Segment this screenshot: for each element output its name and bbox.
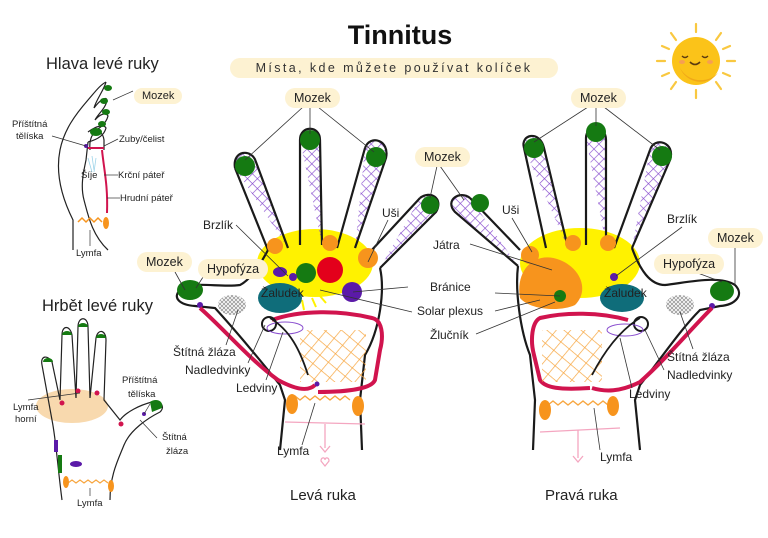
smiling-sun-icon (655, 22, 737, 100)
right-hand-label-thyroid: Štítná žláza (667, 350, 730, 364)
right-hand-caption: Pravá ruka (545, 487, 618, 504)
side-hand-label-lymph: Lymfa (76, 248, 102, 259)
side-hand-label-thoracic-spine: Hrudní páteř (120, 193, 173, 204)
left-hand-label-pituitary: Hypofýza (198, 259, 269, 279)
side-hand-label-teeth-jaw: Zuby/čelist (119, 134, 165, 145)
left-hand-label-kidneys: Ledviny (236, 381, 278, 395)
back-hand-illustration (27, 318, 164, 501)
left-hand-label-brain-fingers: Mozek (285, 88, 340, 108)
side-hand-label-brain: Mozek (134, 88, 183, 104)
right-hand-label-stomach: Žaludek (604, 286, 647, 300)
side-hand-label-neck: Šíje (81, 170, 98, 181)
back-hand-label-upper-lymph-1: Lymfa (13, 402, 39, 413)
center-label-gallbladder: Žlučník (430, 328, 469, 342)
center-label-solar-plexus: Solar plexus (417, 304, 484, 318)
back-hand-label-parathyroid-2: tělíska (128, 389, 156, 400)
right-hand-label-ears: Uši (502, 203, 520, 217)
side-hand-label-parathyroid-2: tělíska (16, 131, 44, 142)
page-title: Tinnitus (347, 20, 453, 50)
left-hand-label-brain-thumb: Mozek (137, 252, 192, 272)
right-hand-label-brain-fingers: Mozek (571, 88, 626, 108)
back-hand-title: Hrbět levé ruky (42, 297, 153, 315)
left-hand-label-adrenal: Nadledvinky (185, 363, 251, 377)
left-hand-label-thymus: Brzlík (203, 218, 233, 232)
right-hand-label-adrenal: Nadledvinky (667, 368, 733, 382)
side-hand-label-parathyroid-1: Příštítná (12, 119, 48, 130)
back-hand-label-upper-lymph-2: horní (15, 414, 37, 425)
right-hand-label-kidneys: Ledviny (629, 387, 671, 401)
right-palm-illustration (439, 106, 741, 464)
page-subtitle: Místa, kde můžete používat kolíček (230, 58, 558, 78)
back-hand-label-parathyroid-1: Příštítná (122, 375, 158, 386)
center-label-diaphragm: Bránice (430, 280, 471, 294)
right-hand-label-lymph: Lymfa (600, 450, 633, 464)
center-label-liver: Játra (433, 238, 460, 252)
left-hand-label-lymph: Lymfa (277, 444, 310, 458)
right-hand-label-brain-thumb: Mozek (708, 228, 763, 248)
back-hand-label-lymph: Lymfa (77, 498, 103, 509)
back-hand-label-thyroid-1: Štítná (162, 432, 187, 443)
center-label-brain: Mozek (415, 147, 470, 167)
side-hand-label-cervical-spine: Krční páteř (118, 170, 165, 181)
right-hand-label-thymus: Brzlík (667, 212, 697, 226)
left-hand-label-thyroid: Štítná žláza (173, 345, 236, 359)
left-hand-label-stomach: Žaludek (261, 286, 304, 300)
side-hand-illustration (51, 81, 134, 251)
left-hand-caption: Levá ruka (290, 487, 356, 504)
left-palm-illustration (174, 106, 440, 467)
left-hand-label-ears: Uši (382, 206, 400, 220)
back-hand-label-thyroid-2: žláza (166, 446, 189, 457)
right-hand-label-pituitary: Hypofýza (654, 254, 725, 274)
side-hand-title: Hlava levé ruky (46, 55, 159, 73)
